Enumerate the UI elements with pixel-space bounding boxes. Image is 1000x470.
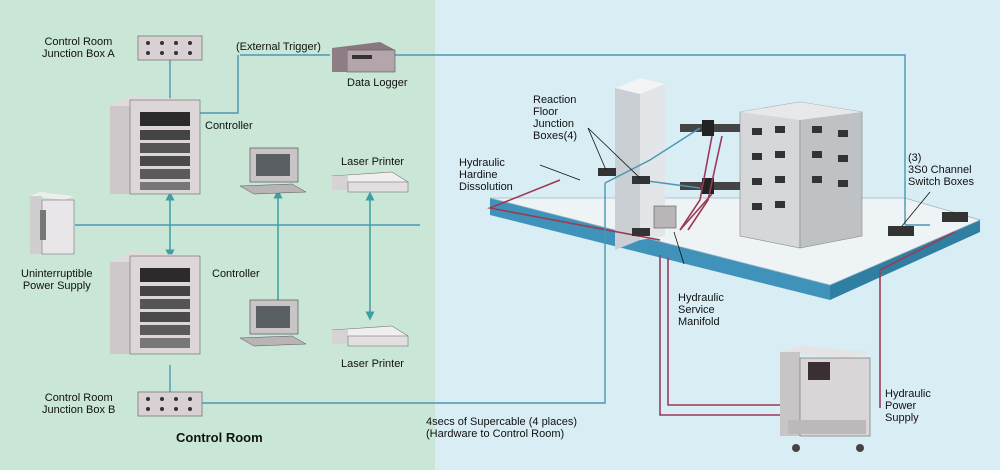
supercable-label: 4secs of Supercable (4 places) (Hardware… [426,416,578,440]
data-logger-label: Data Logger [347,77,408,89]
external-trigger-label: (External Trigger) [236,41,321,53]
ups-label: Uninterruptible Power Supply [21,268,93,292]
controller-1 [110,96,201,195]
laser-printer-2-label: Laser Printer [341,358,404,370]
computer-1 [239,147,307,195]
controller-2-label: Controller [212,268,260,280]
junction-box-a [137,35,203,61]
computer-2 [239,299,307,347]
junction-box-a-label: Control Room Junction Box A [42,36,115,60]
junction-box-b-label: Control Room Junction Box B [42,392,116,416]
service-manifold-label: Hydraulic Service Manifold [678,292,724,328]
service-manifold [653,205,677,229]
laser-printer-1-label: Laser Printer [341,156,404,168]
leader-lines [539,127,931,265]
floor-junction-boxes [598,168,968,236]
test-structure [739,101,863,249]
laser-printer-2 [331,325,409,347]
controller-1-label: Controller [205,120,253,132]
control-room-title: Control Room [176,430,263,445]
hydraulic-power-supply [780,346,871,452]
reaction-floor-label: Reaction Floor Junction Boxes(4) [533,94,578,142]
data-logger [332,42,396,73]
data-cables [75,54,930,404]
junction-box-b [137,391,203,417]
controller-2 [110,252,201,355]
hydraulic-lines [487,135,956,416]
laser-printer-1 [331,171,409,193]
switch-boxes-label: (3) 3S0 Channel Switch Boxes [908,152,975,188]
control-room-arrows [165,189,375,323]
hydraulic-hardline-label: Hydraulic Hardine Dissolution [459,157,513,193]
power-supply-label: Hydraulic Power Supply [885,388,931,424]
ups [30,192,75,255]
